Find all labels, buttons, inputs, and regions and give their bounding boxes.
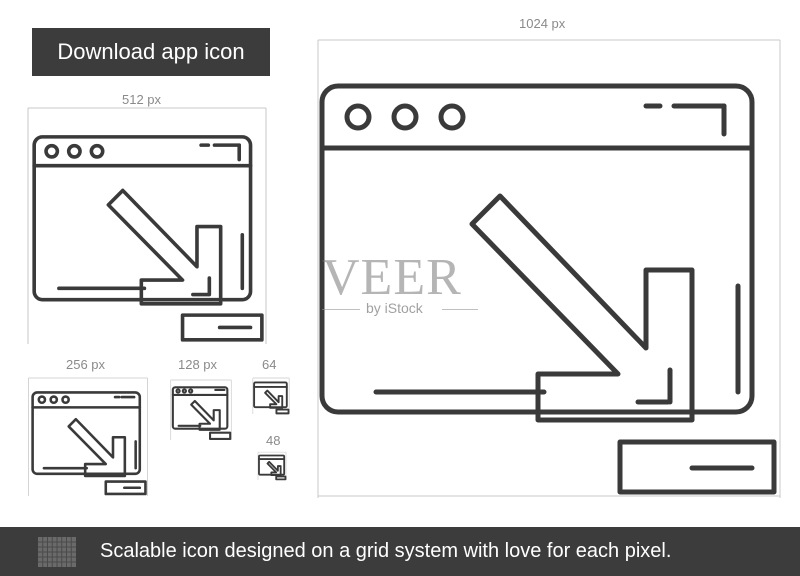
footer-text: Scalable icon designed on a grid system … [100, 540, 672, 562]
watermark-brand: VEER [322, 249, 462, 306]
size-label-256: 256 px [66, 357, 106, 372]
size-label-128: 128 px [178, 357, 218, 372]
app-window-shape [319, 83, 777, 495]
title-label: Download app icon [32, 28, 270, 76]
watermark-rule-left [322, 309, 360, 310]
footer-bar: Scalable icon designed on a grid system … [0, 527, 800, 576]
watermark-rule-right [442, 309, 478, 310]
download-app-icon-128 [170, 379, 232, 440]
size-label-512: 512 px [122, 92, 162, 107]
size-label-48: 48 [266, 433, 281, 448]
pixel-grid-icon [38, 537, 76, 567]
download-app-icon-64 [252, 377, 290, 415]
download-app-icon-512 [27, 107, 267, 344]
size-label-1024: 1024 px [519, 16, 566, 31]
watermark-sub: by iStock [366, 300, 423, 316]
download-app-icon-48 [257, 451, 287, 481]
download-app-icon-256 [28, 377, 148, 496]
download-app-icon-1024 [317, 39, 781, 498]
size-label-64: 64 [262, 357, 277, 372]
